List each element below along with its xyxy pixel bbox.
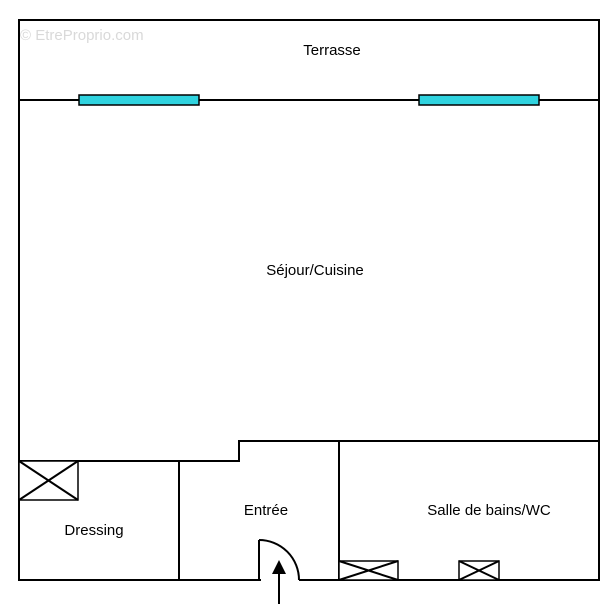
dressing-cabinet (18, 460, 79, 501)
room-label-sejour: Séjour/Cuisine (266, 262, 364, 279)
wc-fixture (458, 560, 500, 581)
entrance-arrow-icon (272, 560, 286, 604)
window-right (418, 94, 540, 106)
room-label-salle-de-bains: Salle de bains/WC (427, 502, 551, 519)
watermark: © EtreProprio.com (20, 27, 144, 44)
bathtub-fixture (338, 560, 399, 581)
window-left (78, 94, 200, 106)
lower-partition-wall (19, 440, 599, 462)
room-label-terrasse: Terrasse (303, 42, 361, 59)
room-label-dressing: Dressing (64, 522, 123, 539)
outer-wall (18, 19, 600, 581)
room-label-entree: Entrée (244, 502, 288, 519)
door-swing-arc (258, 539, 300, 581)
